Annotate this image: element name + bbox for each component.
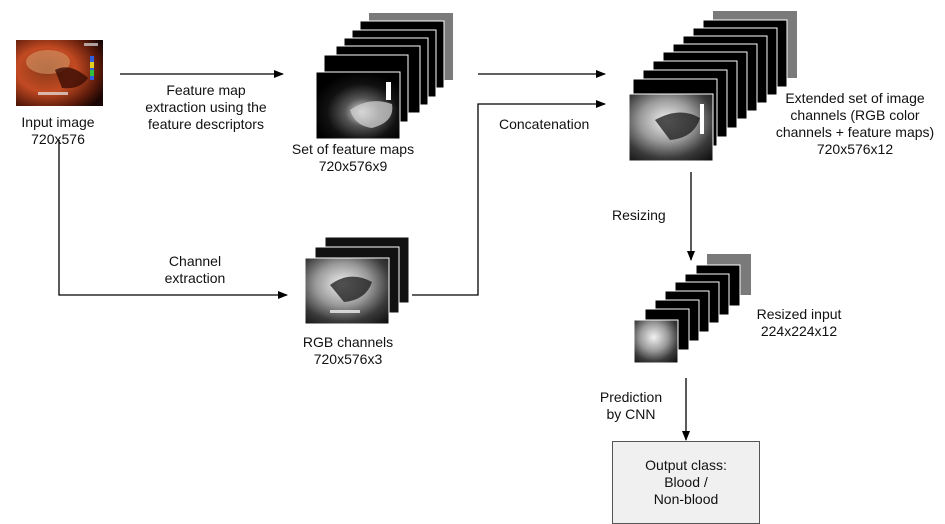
input-image-label: Input image 720x576 (8, 114, 108, 148)
feature-step-line-1: Feature map (166, 82, 246, 98)
feature-maps-label: Set of feature maps 720x576x9 (278, 141, 428, 175)
input-image-title: Input image (21, 114, 95, 130)
concatenation-label: Concatenation (499, 116, 590, 132)
prediction-line-2: by CNN (606, 406, 656, 422)
output-line-3: Non-blood (653, 491, 719, 507)
feature-step-line-2: extraction using the (145, 99, 267, 115)
rgb-channels-size: 720x576x3 (313, 351, 383, 367)
prediction-line-1: Prediction (599, 389, 663, 405)
feature-maps-title: Set of feature maps (291, 141, 415, 157)
prediction-step-label: Prediction by CNN (586, 389, 676, 423)
output-line-1: Output class: (645, 457, 727, 473)
feature-map-stack (315, 13, 453, 140)
extended-line-1: Extended set of image (785, 90, 925, 106)
extended-set-label: Extended set of image channels (RGB colo… (765, 90, 945, 158)
resized-input-size: 224x224x12 (760, 323, 838, 339)
resized-input-title: Resized input (756, 306, 842, 322)
output-line-2: Blood / (664, 474, 708, 490)
arrow-input-to-rgb (58, 140, 288, 299)
extended-size: 720x576x12 (816, 141, 894, 157)
connectors (58, 70, 695, 441)
channel-step-line-2: extraction (164, 270, 226, 286)
rgb-channels-label: RGB channels 720x576x3 (283, 334, 413, 368)
resized-input-stack (633, 254, 751, 364)
input-image-size: 720x576 (31, 131, 85, 147)
rgb-channel-stack (304, 236, 410, 325)
input-image (16, 40, 103, 106)
channel-step-line-1: Channel (168, 253, 222, 269)
output-class-box: Output class: Blood / Non-blood (612, 441, 760, 524)
resized-input-label: Resized input 224x224x12 (744, 306, 854, 340)
extended-line-2: channels (RGB color (790, 107, 920, 123)
rgb-channels-title: RGB channels (302, 334, 394, 350)
feature-extraction-step-label: Feature map extraction using the feature… (126, 82, 286, 133)
channel-extraction-step-label: Channel extraction (145, 253, 245, 287)
arrow-rgb-to-extended (412, 100, 606, 296)
resizing-label: Resizing (612, 207, 666, 223)
extended-line-3: channels + feature maps) (775, 124, 935, 140)
feature-maps-size: 720x576x9 (318, 158, 388, 174)
extended-channel-stack (628, 11, 797, 162)
feature-step-line-3: feature descriptors (148, 116, 264, 132)
